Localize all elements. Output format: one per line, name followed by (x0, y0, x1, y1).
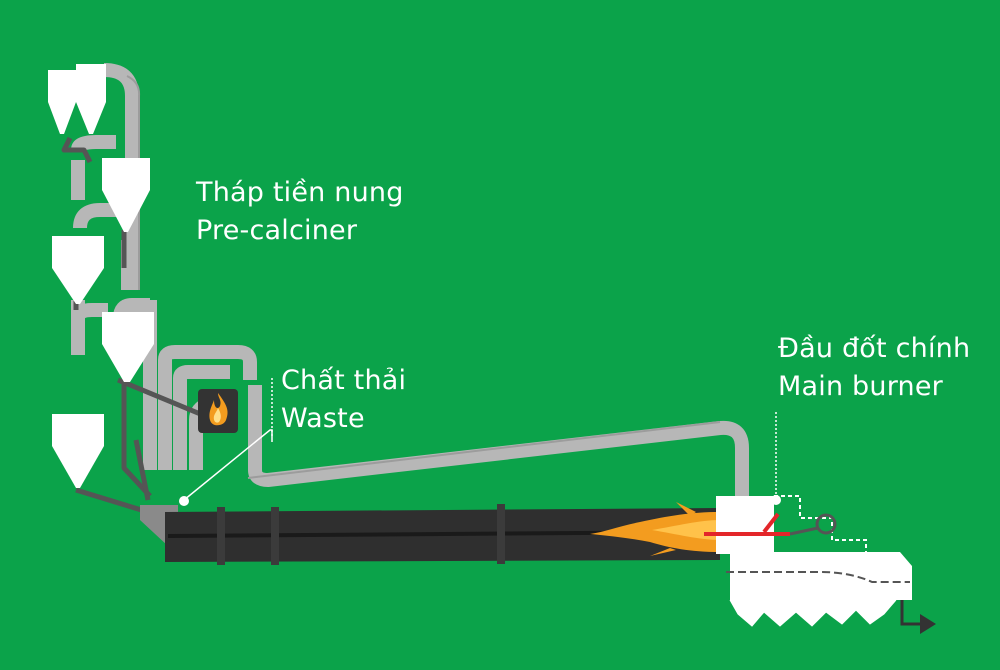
label-waste-en: Waste (281, 403, 365, 434)
preheater-ducts (71, 63, 749, 500)
cyclone-3 (52, 236, 104, 304)
waste-leader-dot (179, 496, 189, 506)
kiln-hood-cooler (716, 495, 912, 627)
cyclone-top-left (48, 70, 76, 134)
chute-6 (75, 487, 149, 515)
material-chutes (61, 136, 211, 515)
label-precalciner-vi: Tháp tiền nung (196, 177, 404, 208)
cross-duct-upper (73, 203, 132, 229)
cyclone-4 (102, 312, 154, 382)
chute-5 (117, 377, 211, 421)
label-precalciner: Tháp tiền nung Pre-calciner (196, 174, 404, 250)
precalciner-loop-duct (158, 345, 257, 470)
cyclone-2 (102, 158, 150, 232)
duct-shading (126, 75, 721, 479)
chute-4 (121, 380, 152, 498)
cyclones (48, 64, 154, 488)
label-precalciner-en: Pre-calciner (196, 215, 358, 246)
label-waste-vi: Chất thải (281, 365, 407, 396)
cyclone-top-right (76, 64, 106, 134)
cyclone-5 (52, 414, 104, 488)
leader-lines (179, 378, 781, 506)
arrow-right-icon (900, 600, 936, 634)
kiln-flame (590, 502, 720, 556)
top-riser-duct (103, 63, 139, 290)
label-main-burner-en: Main burner (778, 371, 943, 402)
label-main-burner-vi: Đầu đốt chính (778, 333, 971, 364)
burner-ring (815, 513, 837, 535)
waste-feed-box (198, 389, 238, 433)
flame-icon (209, 393, 228, 426)
kiln-tyres (217, 504, 505, 565)
tertiary-air-duct (248, 385, 749, 500)
precalciner-inner-duct (173, 365, 230, 470)
main-burner-pipe (704, 512, 837, 536)
chute-7 (133, 439, 151, 501)
burner-leader-dot (771, 495, 781, 505)
left-duct-turn (71, 303, 108, 319)
label-waste: Chất thải Waste (281, 362, 406, 438)
label-main-burner: Đầu đốt chính Main burner (778, 330, 970, 406)
chute-1 (61, 136, 93, 164)
